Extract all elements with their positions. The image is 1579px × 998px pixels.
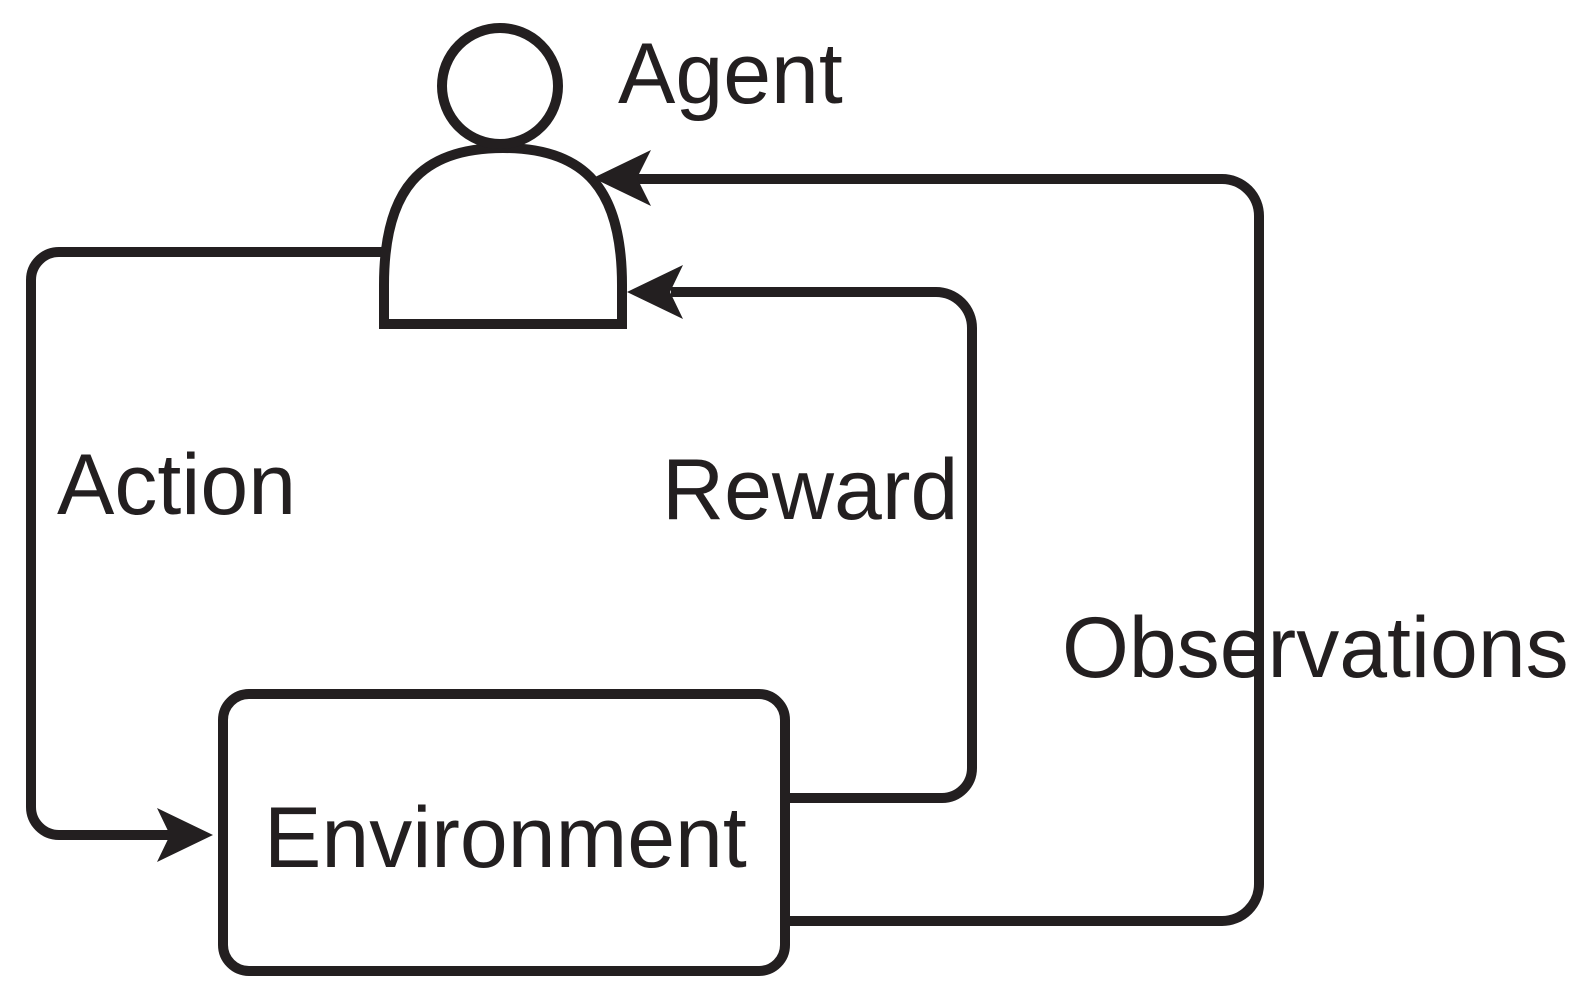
action-label: Action [57, 437, 297, 533]
environment-label: Environment [264, 790, 747, 886]
observations-arrowhead-icon [593, 150, 651, 206]
observations-label: Observations [1062, 600, 1569, 696]
person-body-icon [379, 142, 627, 329]
reward-arrowhead-icon [627, 265, 683, 319]
agent-label: Agent [618, 26, 843, 122]
action-arrowhead-icon [157, 808, 213, 862]
action-arrow-line [26, 247, 385, 840]
observations-arrow-line [637, 174, 1264, 926]
reward-label: Reward [662, 442, 959, 538]
person-head-icon [437, 23, 563, 149]
reward-arrow-line [671, 287, 977, 803]
environment-box [218, 689, 790, 976]
